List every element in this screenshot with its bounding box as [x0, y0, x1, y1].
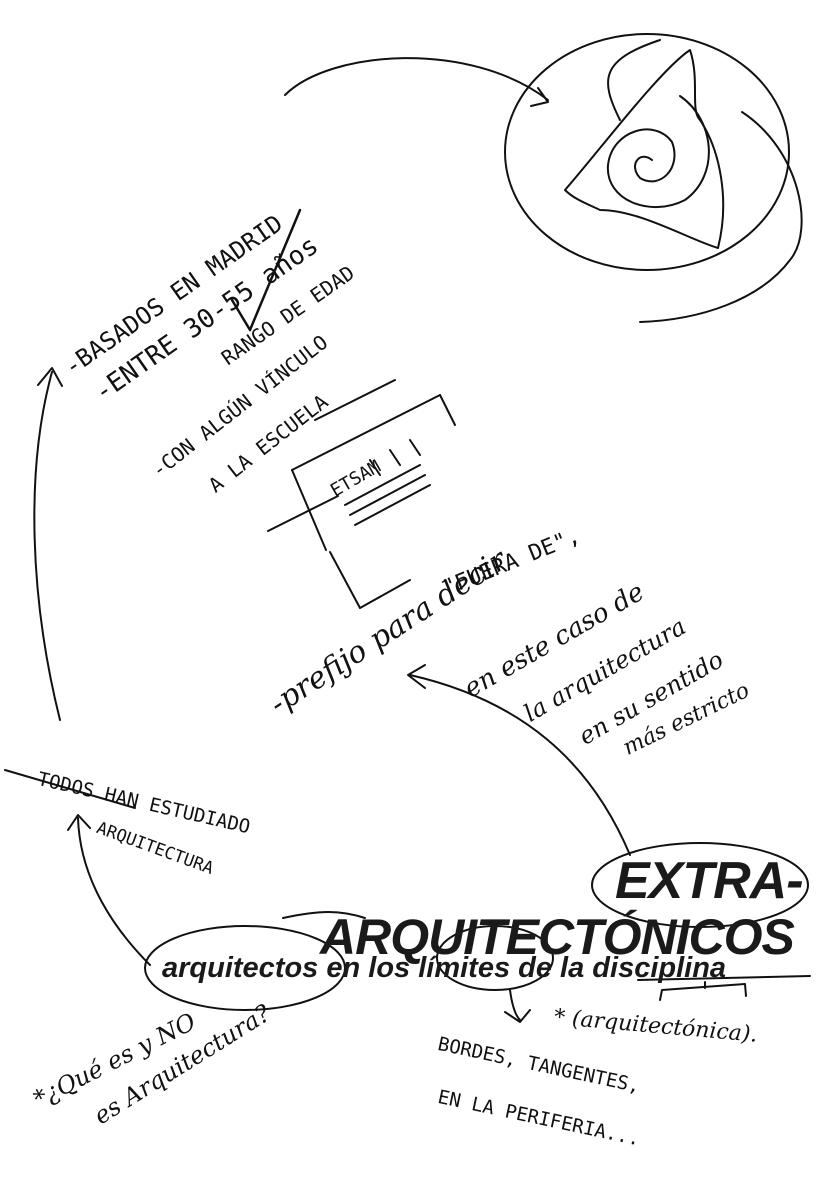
- title-subtitle: arquitectos en los límites de la discipl…: [162, 952, 727, 984]
- underline-disciplina: [637, 975, 811, 981]
- arrow-left-curve: [33, 371, 61, 721]
- oval-arquitectos: [144, 925, 346, 1011]
- arrow-limites: [509, 989, 521, 1021]
- title-line1: EXTRA-: [615, 852, 804, 910]
- underline-todos: [4, 769, 136, 809]
- arrow-to-todos: [77, 817, 151, 966]
- bracket-30-55: [230, 208, 302, 332]
- oval-extra: [591, 842, 809, 928]
- bracket-disciplina: [659, 981, 747, 1001]
- arrow-to-spiral: [284, 57, 549, 101]
- spiral-triangle-drawing: [504, 33, 803, 323]
- etsam-building-drawing: [267, 379, 456, 609]
- arrow-to-prefijo: [409, 674, 631, 856]
- title-line2: ARQUITECTÓNICOS: [320, 909, 795, 965]
- oval-limites: [436, 925, 554, 991]
- connector-title: [282, 911, 366, 919]
